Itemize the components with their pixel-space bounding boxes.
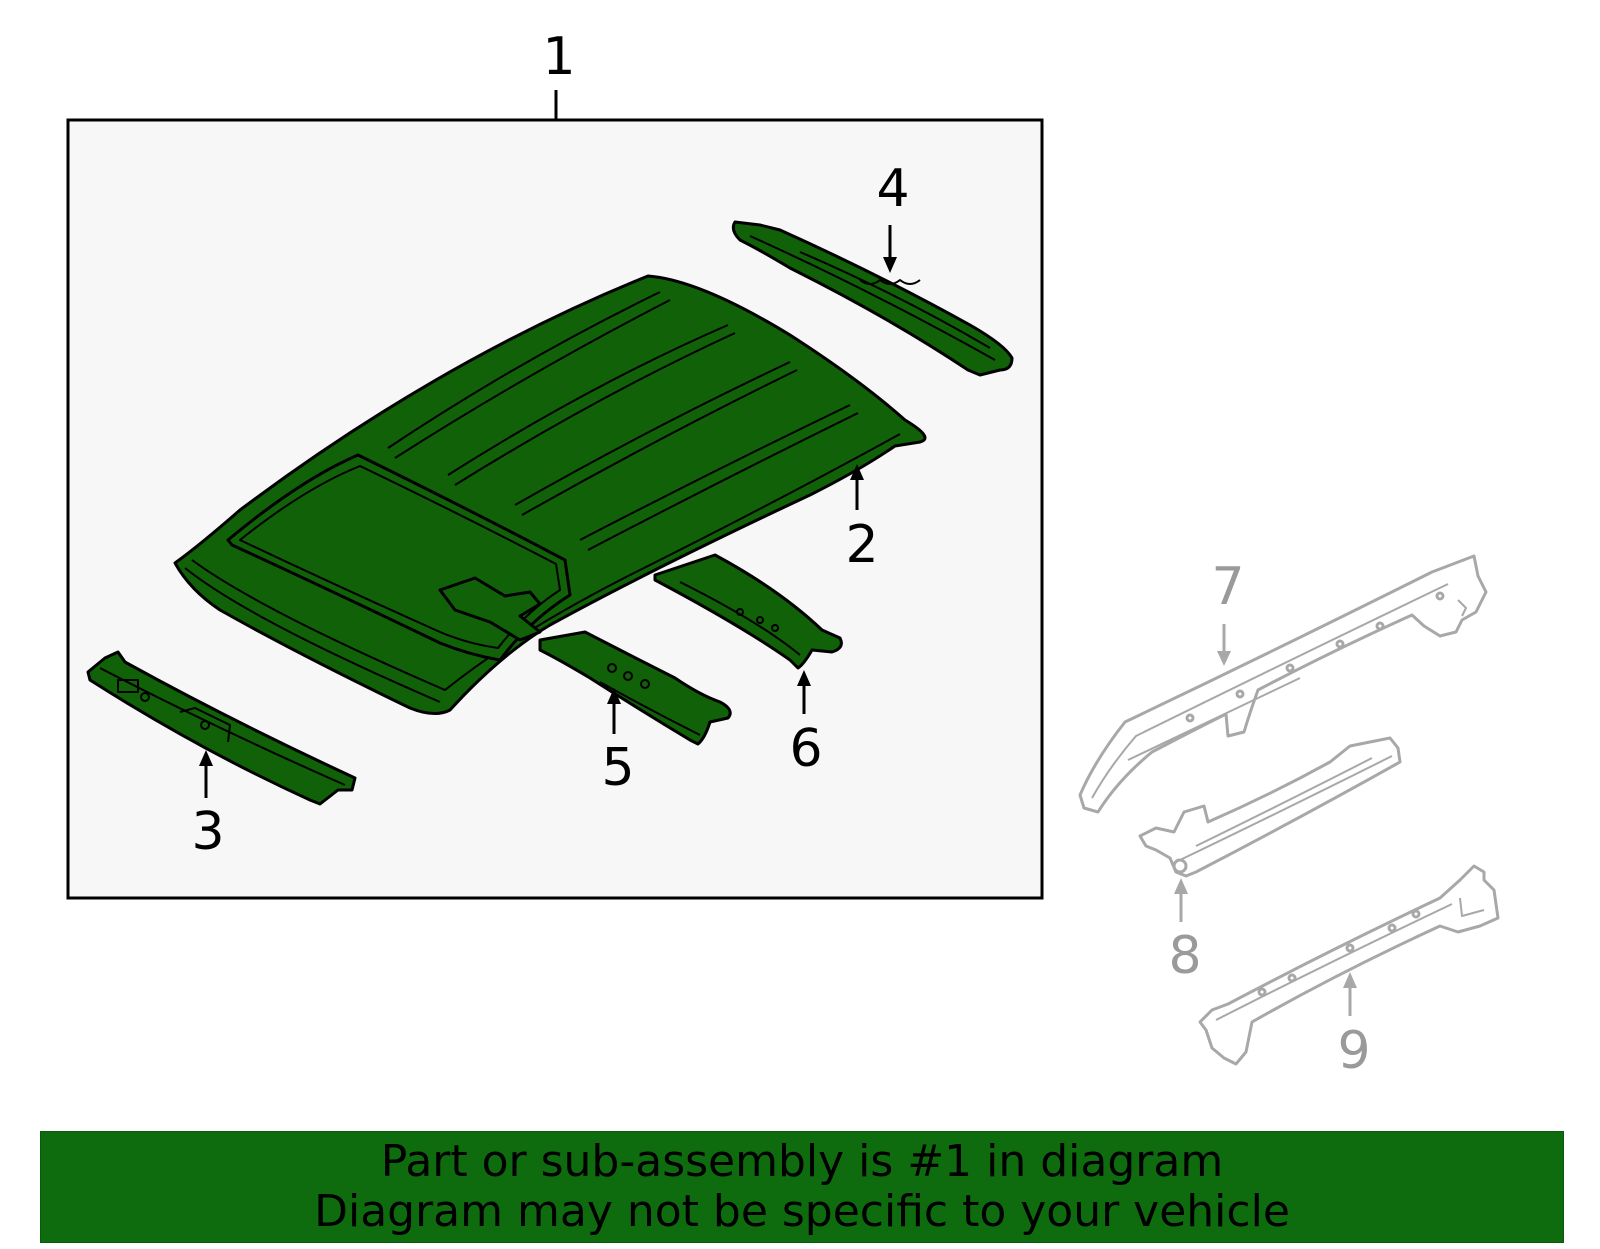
parts-diagram: 1 bbox=[66, 27, 1500, 1081]
muted-callout-arrows bbox=[1174, 624, 1357, 1016]
callout-2-arrowhead bbox=[850, 464, 864, 480]
callout-2-label: 2 bbox=[845, 515, 878, 575]
callout-arrows bbox=[199, 225, 897, 798]
part-3-front-header bbox=[86, 650, 357, 806]
part-8-rail-reinforcement bbox=[1138, 736, 1402, 878]
banner-line-2: Diagram may not be specific to your vehi… bbox=[314, 1186, 1290, 1237]
banner-line-1: Part or sub-assembly is #1 in diagram bbox=[380, 1136, 1224, 1187]
callout-7-arrowhead bbox=[1217, 651, 1231, 666]
info-banner: Part or sub-assembly is #1 in diagram Di… bbox=[40, 1131, 1564, 1243]
part-4-rear-header bbox=[731, 220, 1014, 377]
callout-9-arrowhead bbox=[1343, 972, 1357, 988]
part-2-roof-panel bbox=[173, 274, 927, 715]
part-9-rail-extension bbox=[1198, 864, 1500, 1066]
callout-4-arrowhead bbox=[883, 257, 897, 273]
callout-5-arrowhead bbox=[607, 688, 621, 704]
callout-8-label: 8 bbox=[1168, 926, 1201, 986]
part-6-rear-roof-bow bbox=[653, 553, 843, 670]
callout-6-arrowhead bbox=[797, 670, 811, 686]
callout-9-label: 9 bbox=[1337, 1021, 1370, 1081]
part-7-side-roof-rail bbox=[1078, 554, 1488, 814]
callout-3-arrowhead bbox=[199, 750, 213, 766]
callout-4-label: 4 bbox=[876, 159, 909, 219]
callout-1-label: 1 bbox=[542, 27, 575, 87]
callout-3-label: 3 bbox=[191, 802, 224, 862]
callout-5-label: 5 bbox=[601, 738, 634, 798]
part-5-center-roof-bow bbox=[538, 630, 732, 746]
callout-8-arrowhead bbox=[1174, 878, 1188, 894]
callout-7-label: 7 bbox=[1211, 557, 1244, 617]
callout-6-label: 6 bbox=[789, 719, 822, 779]
